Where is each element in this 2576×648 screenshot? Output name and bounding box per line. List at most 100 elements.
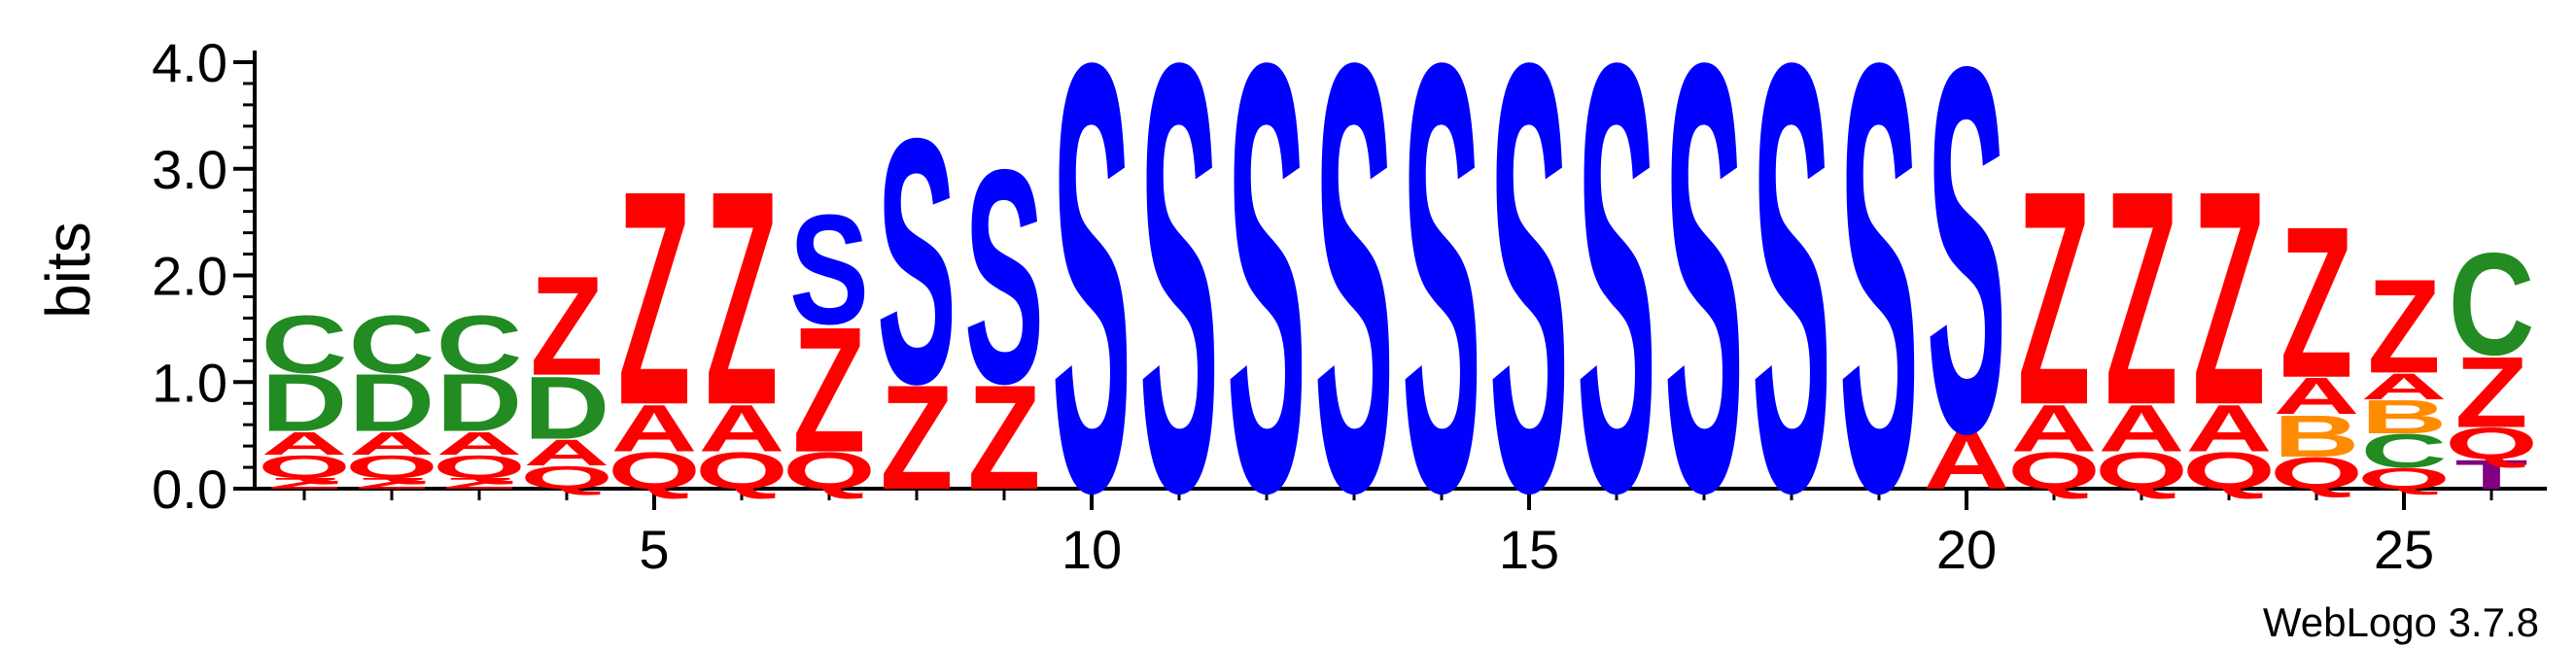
glyph-a: A [2274, 367, 2360, 426]
y-tick-label: 2.0 [152, 246, 227, 307]
logo-column-14: S [1402, 0, 1481, 618]
glyph-a: A [261, 426, 348, 462]
glyph-q: Q [345, 449, 438, 486]
glyph-z: Z [355, 475, 428, 492]
glyph-z: Z [2367, 252, 2440, 401]
glyph-t: T [2454, 451, 2527, 497]
logo-column-9: ZS [964, 106, 1044, 521]
glyph-z: Z [442, 475, 515, 492]
glyph-a: A [699, 392, 785, 466]
glyph-z: Z [2105, 127, 2177, 469]
logo-column-5: QAZ [608, 127, 701, 500]
glyph-z: Z [967, 355, 1040, 521]
glyph-q: Q [2007, 442, 2101, 500]
y-tick-label: 3.0 [152, 139, 227, 200]
x-tick-label: 20 [1936, 519, 1997, 580]
glyph-z: Z [530, 247, 603, 405]
glyph-d: D [436, 358, 523, 450]
glyph-q: Q [2270, 448, 2363, 498]
glyph-s: S [1927, 0, 2006, 541]
glyph-z: Z [880, 355, 953, 521]
x-tick-label: 25 [2374, 519, 2434, 580]
y-ticks: 0.01.02.03.04.0 [152, 32, 255, 520]
glyph-q: Q [783, 442, 876, 500]
glyph-z: Z [2280, 182, 2352, 424]
glyph-a: A [2011, 392, 2098, 466]
glyph-q: Q [520, 460, 613, 496]
glyph-z: Z [705, 127, 778, 469]
logo-column-17: S [1664, 0, 1744, 618]
glyph-s: S [1227, 0, 1306, 618]
glyph-d: D [261, 358, 348, 450]
logo-column-16: S [1577, 0, 1656, 618]
logo-column-23: QAZ [2182, 127, 2276, 500]
glyph-q: Q [258, 449, 351, 486]
glyph-s: S [1489, 0, 1569, 618]
y-tick-label: 4.0 [152, 32, 227, 93]
glyph-z: Z [267, 475, 340, 492]
logo-column-20: AS [1924, 0, 2010, 541]
glyph-s: S [1839, 0, 1919, 618]
logo-column-7: QZS [783, 183, 876, 500]
logo-column-21: QAZ [2007, 127, 2101, 500]
logo-column-10: S [1052, 0, 1131, 618]
glyph-s: S [964, 106, 1044, 448]
glyph-a: A [436, 426, 523, 462]
glyph-q: Q [2445, 419, 2538, 469]
x-tick-label: 10 [1062, 519, 1122, 580]
glyph-z: Z [617, 127, 690, 469]
y-tick-label: 0.0 [152, 459, 227, 520]
logo-column-6: QAZ [695, 127, 788, 500]
logo-column-22: QAZ [2095, 127, 2188, 500]
y-axis: 0.01.02.03.04.0 bits [33, 32, 257, 520]
glyph-a: A [524, 432, 610, 474]
glyph-c: C [261, 299, 348, 391]
glyph-c: C [2361, 424, 2448, 477]
glyph-z: Z [2454, 336, 2527, 449]
glyph-q: Q [695, 442, 788, 500]
glyph-s: S [789, 183, 869, 358]
glyph-s: S [1402, 0, 1481, 618]
glyph-a: A [2099, 392, 2185, 466]
glyph-z: Z [2192, 127, 2265, 469]
glyph-a: A [2361, 366, 2448, 408]
glyph-q: Q [608, 442, 701, 500]
logo-column-18: S [1752, 0, 1831, 618]
logo-column-11: S [1139, 0, 1219, 618]
glyph-a: A [349, 426, 435, 462]
glyph-q: Q [2095, 442, 2188, 500]
weblogo-version-label: WebLogo 3.7.8 [2263, 599, 2539, 645]
glyph-a: A [1924, 416, 2010, 507]
glyph-q: Q [433, 449, 526, 486]
glyph-b: B [2361, 390, 2448, 443]
glyph-s: S [1314, 0, 1394, 618]
logo-column-19: S [1839, 0, 1919, 618]
glyph-q: Q [2357, 461, 2451, 495]
glyph-z: Z [792, 290, 865, 491]
glyph-s: S [1052, 0, 1131, 618]
logo-column-15: S [1489, 0, 1569, 618]
glyph-s: S [1752, 0, 1831, 618]
glyph-d: D [524, 358, 610, 458]
glyph-z: Z [2017, 127, 2090, 469]
logo-column-8: ZS [877, 66, 957, 521]
logo-column-13: S [1314, 0, 1394, 618]
x-tick-label: 15 [1499, 519, 1559, 580]
glyph-b: B [2274, 403, 2360, 470]
glyph-c: C [349, 299, 435, 391]
glyph-s: S [1664, 0, 1744, 618]
glyph-a: A [611, 392, 698, 466]
glyph-a: A [2186, 392, 2273, 466]
y-axis-label: bits [33, 222, 103, 319]
glyph-s: S [1139, 0, 1219, 618]
